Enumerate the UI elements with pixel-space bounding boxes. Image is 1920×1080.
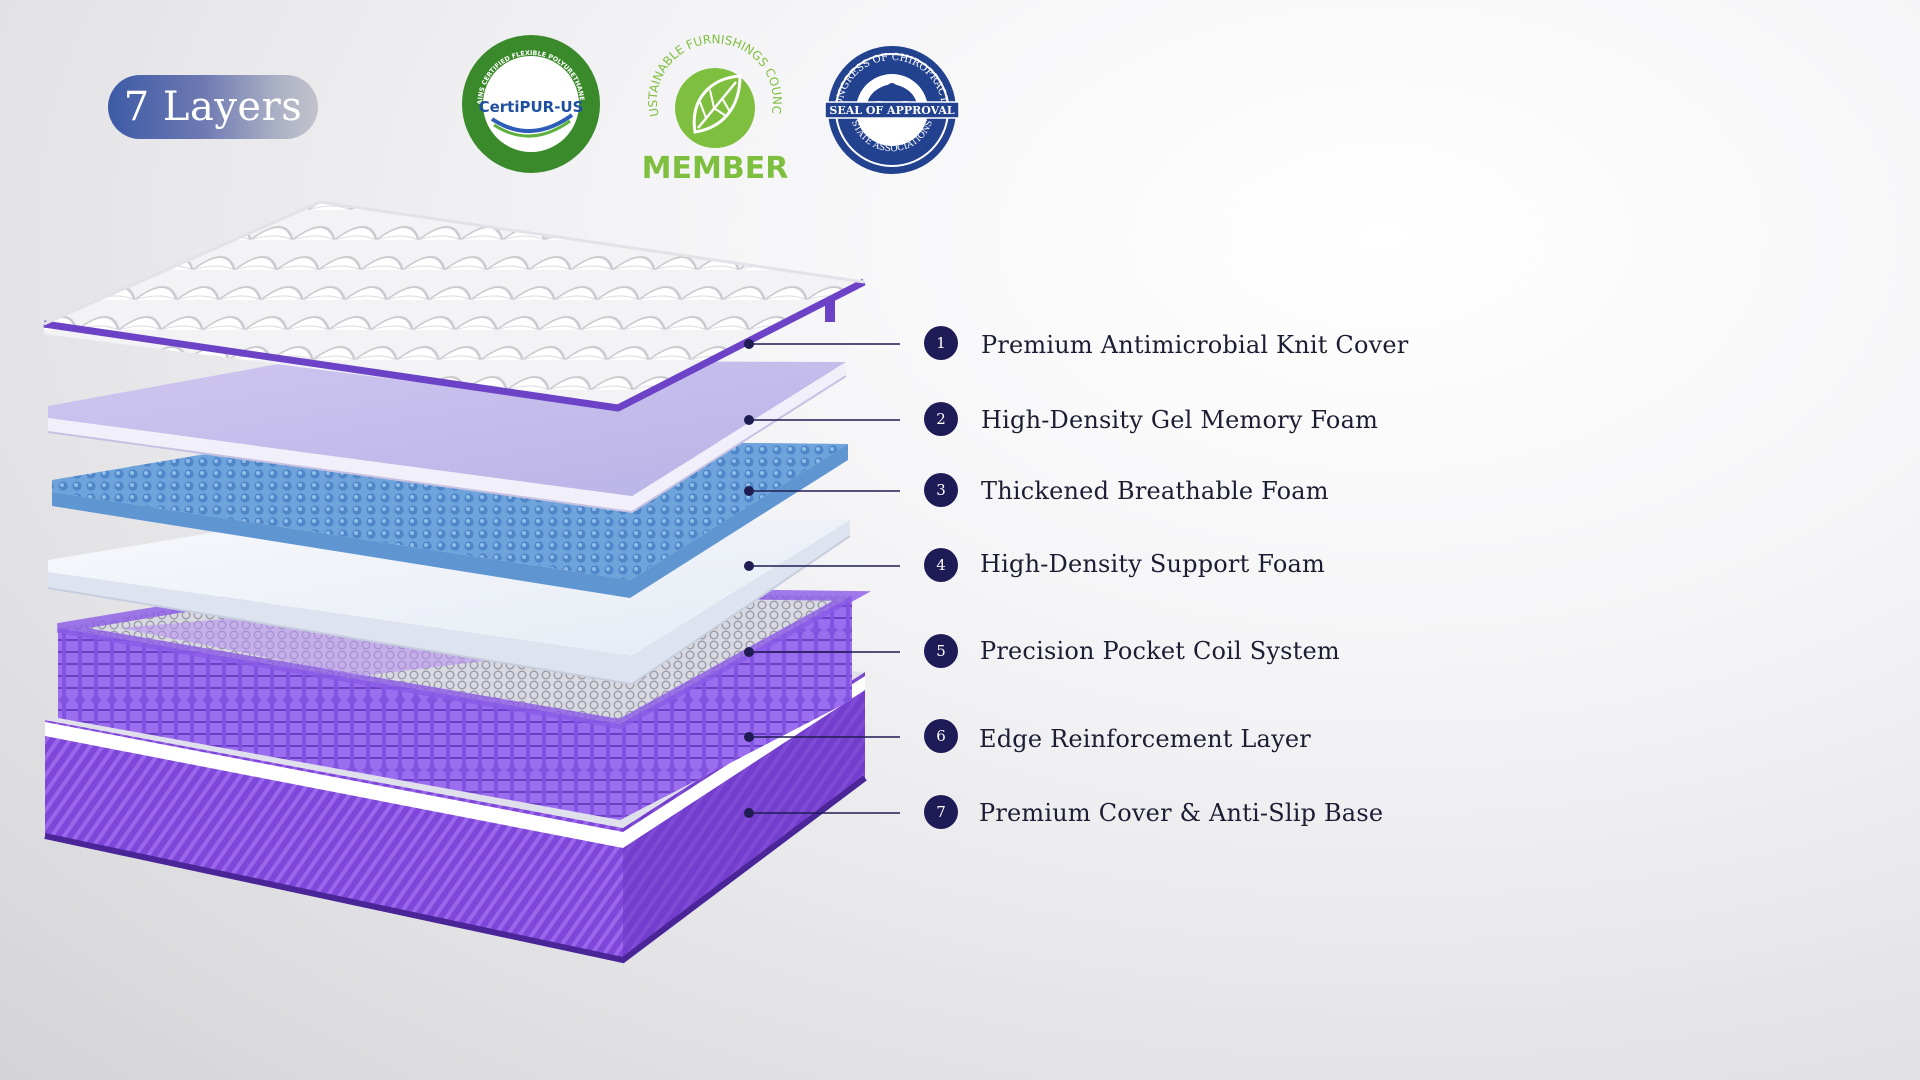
- layer-marker-7: 7: [924, 795, 958, 829]
- layer-label-1: Premium Antimicrobial Knit Cover: [981, 331, 1409, 359]
- svg-text:CertiPUR-US: CertiPUR-US: [479, 98, 584, 116]
- layer-label-7: Premium Cover & Anti-Slip Base: [979, 799, 1384, 827]
- eagle-seal-icon: CONGRESS OF CHIROPRACTIC STATE ASSOCIATI…: [823, 44, 960, 174]
- svg-text:SEAL OF APPROVAL: SEAL OF APPROVAL: [829, 104, 954, 117]
- certipur-us-logo: CONTAINS CERTIFIED FLEXIBLE POLYURETHANE…: [460, 33, 602, 175]
- layer-marker-3: 3: [924, 473, 958, 507]
- svg-text:MEMBER: MEMBER: [642, 151, 789, 186]
- layer-marker-2: 2: [924, 402, 958, 436]
- layer-marker-5: 5: [924, 634, 958, 668]
- layer-label-3: Thickened Breathable Foam: [981, 477, 1329, 505]
- ccsa-seal-logo: CONGRESS OF CHIROPRACTIC STATE ASSOCIATI…: [823, 44, 961, 176]
- layer-label-2: High-Density Gel Memory Foam: [981, 406, 1379, 434]
- layer-1-knit-cover: [43, 200, 866, 412]
- layer-marker-6: 6: [924, 719, 958, 753]
- layer-marker-1: 1: [924, 326, 958, 360]
- layer-label-4: High-Density Support Foam: [980, 550, 1325, 578]
- layer-label-6: Edge Reinforcement Layer: [979, 725, 1311, 753]
- layers-count-badge: 7 Layers: [108, 75, 318, 139]
- layer-label-5: Precision Pocket Coil System: [980, 637, 1340, 665]
- mattress-layers-illustration: [43, 200, 900, 964]
- callout-lines: [744, 339, 900, 818]
- certipur-seal-icon: CONTAINS CERTIFIED FLEXIBLE POLYURETHANE…: [460, 33, 600, 173]
- layer-marker-4: 4: [924, 548, 958, 582]
